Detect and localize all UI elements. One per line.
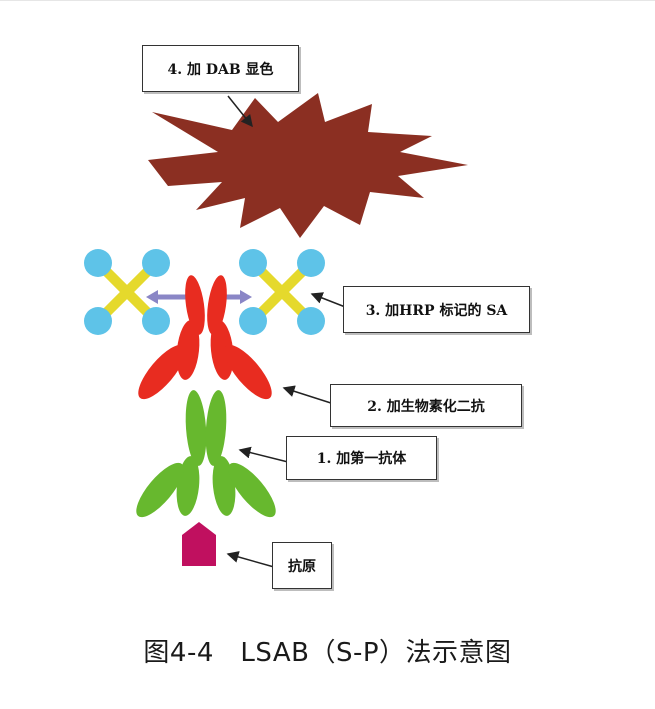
step1-label: 1. 加第一抗体	[286, 436, 437, 480]
hrp-sa-complex-right	[239, 249, 325, 335]
step3-label: 3. 加HRP 标记的 SA	[343, 286, 530, 333]
step4-label: 4. 加 DAB 显色	[142, 45, 299, 92]
hrp-sa-complex-left	[84, 249, 170, 335]
top-divider	[0, 0, 655, 1]
step2-label: 2. 加生物素化二抗	[330, 384, 522, 427]
figure-caption: 图4-4 LSAB（S-P）法示意图	[143, 638, 512, 668]
secondary-antibody	[138, 275, 272, 400]
antigen-label: 抗原	[272, 542, 332, 589]
dab-precipitate	[148, 93, 468, 238]
antigen-shape	[182, 522, 216, 566]
primary-antibody	[136, 390, 276, 518]
